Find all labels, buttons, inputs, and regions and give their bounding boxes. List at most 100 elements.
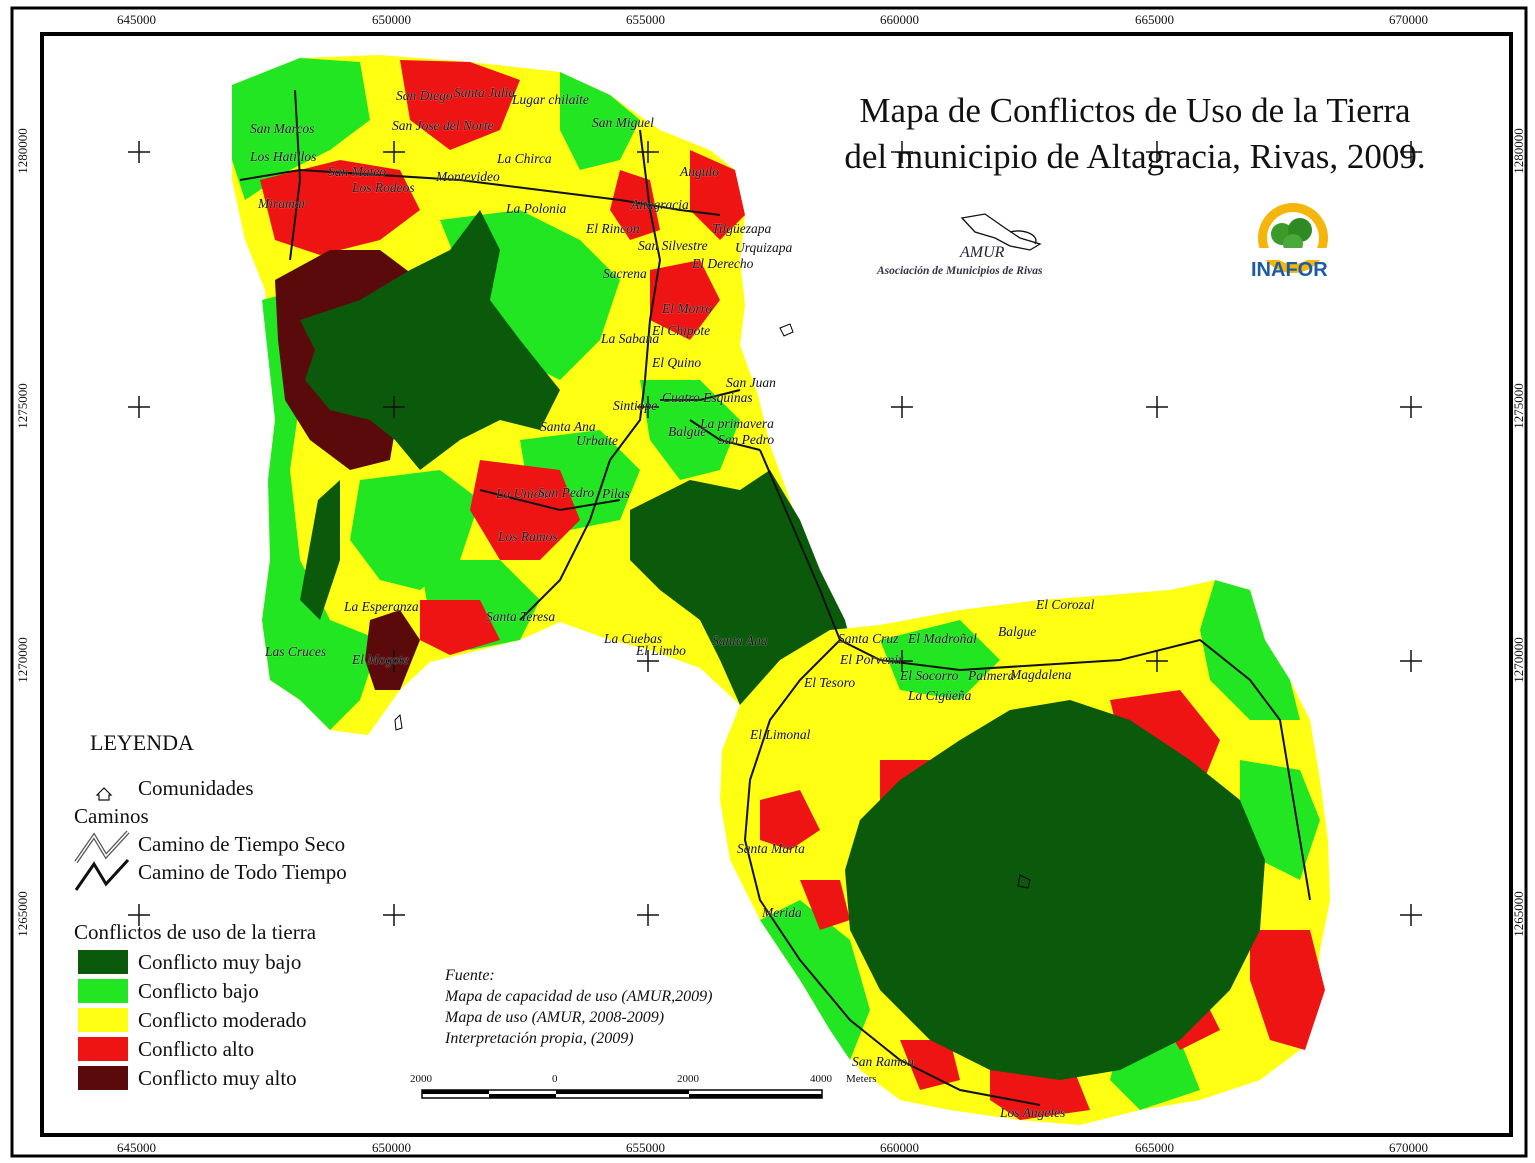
scale-label: 0 xyxy=(552,1073,558,1085)
place-label: El Limbo xyxy=(636,643,686,658)
place-label: Las Cruces xyxy=(265,644,327,659)
coord-left-4: 1265000 xyxy=(14,891,30,937)
place-label: Altagracia xyxy=(631,197,689,212)
coord-left-1: 1280000 xyxy=(14,128,30,174)
source-heading: Fuente: xyxy=(445,967,495,984)
place-label: Merida xyxy=(762,905,802,920)
coord-bottom-5: 665000 xyxy=(1135,1140,1174,1155)
source-note: Fuente: Mapa de capacidad de uso (AMUR,2… xyxy=(445,965,713,1049)
place-label: Santa Marta xyxy=(737,841,805,856)
place-label: Los Ramos xyxy=(498,529,558,544)
legend-communities-label: Comunidades xyxy=(138,776,254,800)
place-label: El Rincon xyxy=(586,221,640,236)
place-label: El Tesoro xyxy=(804,675,856,690)
islet xyxy=(779,323,794,337)
place-label: Santa Cruz xyxy=(838,631,899,646)
place-label: San Ramon xyxy=(852,1054,914,1069)
north-lobe xyxy=(232,55,850,735)
scale-bar xyxy=(421,1089,823,1099)
legend-class-label: Conflicto moderado xyxy=(138,1008,307,1032)
legend-swatch xyxy=(78,1037,128,1061)
coord-left-3: 1270000 xyxy=(14,637,30,683)
place-label: Lugar chilaite xyxy=(512,92,589,107)
amur-logo-icon xyxy=(960,213,1042,251)
place-label: El Madroñal xyxy=(908,631,977,646)
place-label: El Porvenir xyxy=(840,652,904,667)
place-label: Balgue xyxy=(998,624,1037,639)
place-label: San Pedro xyxy=(718,432,775,447)
legend-class-label: Conflicto bajo xyxy=(138,979,259,1003)
coord-top-1: 645000 xyxy=(117,12,156,27)
place-label: Santa Julia xyxy=(454,85,516,100)
legend-swatch xyxy=(78,979,128,1003)
place-label: La Union xyxy=(496,486,548,501)
place-label: El Chipote xyxy=(652,323,711,338)
map-title: Mapa de Conflictos de Uso de la Tierra d… xyxy=(800,88,1470,180)
place-label: Los Rodeos xyxy=(352,180,415,195)
place-label: Los Hatillos xyxy=(250,149,317,164)
place-label: Sintiope xyxy=(613,398,658,413)
inafor-text: INAFOR xyxy=(1251,259,1328,281)
place-label: La Chirca xyxy=(497,151,552,166)
place-label: Angulo xyxy=(680,164,719,179)
scale-label: 2000 xyxy=(677,1073,699,1085)
place-label: San Jose del Norte xyxy=(392,118,494,133)
road-dry-symbol-inner xyxy=(75,831,129,863)
source-line-3: Interpretación propia, (2009) xyxy=(445,1030,634,1047)
coord-top-4: 660000 xyxy=(880,12,919,27)
coord-bottom-2: 650000 xyxy=(372,1140,411,1155)
place-label: Tilgüezapa xyxy=(712,221,772,236)
scale-label: 4000 xyxy=(810,1073,832,1085)
place-label: Balgüe xyxy=(668,424,707,439)
place-label: La Esperanza xyxy=(344,599,419,614)
place-label: Miramar xyxy=(258,196,307,211)
coord-top-6: 670000 xyxy=(1389,12,1428,27)
place-label: San Marcos xyxy=(250,121,315,136)
legend-road-all-label: Camino de Todo Tiempo xyxy=(138,860,347,884)
amur-text: AMUR xyxy=(960,244,1005,261)
place-label: El Limonal xyxy=(750,727,811,742)
scale-label: 2000 xyxy=(410,1073,432,1085)
road-all-symbol-icon xyxy=(74,858,130,891)
place-label: Urbaite xyxy=(576,433,618,448)
community-symbol-icon xyxy=(95,787,113,801)
place-label: El Derecho xyxy=(692,256,754,271)
place-label: El Morro xyxy=(662,301,713,316)
place-label: El Quino xyxy=(652,355,702,370)
coord-right-3: 1270000 xyxy=(1510,637,1526,683)
islet xyxy=(394,713,403,731)
coord-bottom-1: 645000 xyxy=(117,1140,156,1155)
place-label: Urquizapa xyxy=(735,240,793,255)
coord-right-1: 1280000 xyxy=(1510,128,1526,174)
place-label: San Silvestre xyxy=(638,238,708,253)
legend-class-label: Conflicto muy bajo xyxy=(138,950,302,974)
title-line-1: Mapa de Conflictos de Uso de la Tierra xyxy=(859,91,1411,130)
coord-right-2: 1275000 xyxy=(1510,383,1526,429)
place-label: Magdalena xyxy=(1010,667,1072,682)
place-label: La Sabana xyxy=(601,331,660,346)
amur-subtitle: Asociación de Municipios de Rivas xyxy=(877,265,1043,277)
place-label: La Cuebas xyxy=(604,631,663,646)
place-label: San Pedro xyxy=(538,485,595,500)
south-lobe xyxy=(720,580,1330,1125)
place-label: Santa Ana xyxy=(712,633,768,648)
coord-bottom-3: 655000 xyxy=(626,1140,665,1155)
place-label: Palmera xyxy=(968,668,1015,683)
place-label: Cuatro Esquinas xyxy=(662,390,753,405)
legend-heading: LEYENDA xyxy=(90,730,194,755)
place-label: Montevideo xyxy=(436,169,500,184)
place-label: La Cigüeña xyxy=(908,688,972,703)
place-label: El Corozal xyxy=(1036,597,1095,612)
place-label: San Diego xyxy=(396,88,453,103)
place-label: Santa Teresa xyxy=(486,609,556,624)
coord-top-5: 665000 xyxy=(1135,12,1174,27)
legend-road-dry-label: Camino de Tiempo Seco xyxy=(138,832,346,856)
coord-top-3: 655000 xyxy=(626,12,665,27)
source-line-1: Mapa de capacidad de uso (AMUR,2009) xyxy=(445,988,713,1005)
place-label: San Miguel xyxy=(592,115,654,130)
place-label: Santa Ana xyxy=(540,419,596,434)
place-label: Los Angeles xyxy=(1000,1105,1066,1120)
place-label: El Mogote xyxy=(352,652,409,667)
legend-swatch xyxy=(78,1008,128,1032)
